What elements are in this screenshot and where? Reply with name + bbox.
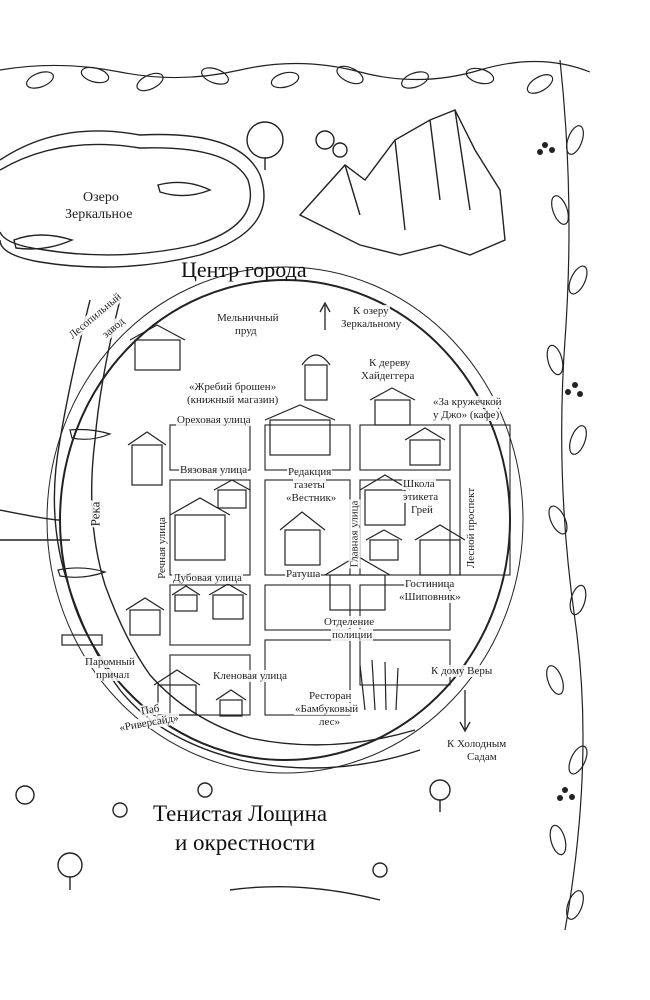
river xyxy=(0,299,421,769)
street-maple-label: Кленовая улица xyxy=(212,670,288,682)
street-elm-label: Вязовая улица xyxy=(179,464,249,476)
mill-pond-label-line2: пруд xyxy=(234,325,258,337)
to-gardens-label-line2: Садам xyxy=(466,751,498,763)
lake-label-line2: Зеркальное xyxy=(65,207,133,222)
to-lake-label-line2: Зеркальному xyxy=(340,318,403,330)
town-ring xyxy=(46,266,524,774)
to-lake-label-line1: К озеру xyxy=(352,305,390,317)
bottom-decor xyxy=(15,779,451,901)
street-walnut-label: Ореховая улица xyxy=(176,414,252,426)
mountains xyxy=(298,109,506,256)
police-label-line2: полиции xyxy=(331,629,374,641)
mill-pond-label-line1: Мельничный xyxy=(216,312,280,324)
hotel-label-line1: Гостиница xyxy=(404,578,456,590)
to-tree-label-line2: Хайдеггера xyxy=(360,370,416,382)
newspaper-label-line2: газеты xyxy=(293,479,326,491)
to-vera-label: К дому Веры xyxy=(430,665,494,677)
lake xyxy=(0,130,265,268)
ferry-label-line2: причал xyxy=(95,669,131,681)
police-label-line1: Отделение xyxy=(323,616,376,628)
school-label-line1: Школа xyxy=(402,478,436,490)
street-main-label: Главная улица xyxy=(348,499,361,569)
to-gardens-label-line1: К Холодным xyxy=(446,738,508,750)
newspaper-label-line1: Редакция xyxy=(287,466,333,478)
to-tree-label-line1: К дереву xyxy=(368,357,412,369)
hotel-label-line2: «Шиповник» xyxy=(398,591,462,603)
town-hall-label: Ратуша xyxy=(285,568,322,580)
lake-label-line1: Озеро xyxy=(83,190,119,205)
leaf-border xyxy=(0,59,591,931)
school-label-line2: этикета xyxy=(402,491,440,503)
restaurant-label-line3: лес» xyxy=(318,716,342,728)
bookstore-label-line1: «Жребий брошен» xyxy=(188,381,278,393)
region-title-line2: и окрестности xyxy=(175,830,316,855)
restaurant-label-line1: Ресторан xyxy=(308,690,353,702)
region-title-line1: Тенистая Лощина xyxy=(153,801,328,826)
cafe-label-line2: у Джо» (кафе) xyxy=(432,409,501,421)
restaurant-label-line2: «Бамбуковый xyxy=(294,703,360,715)
buildings xyxy=(57,324,466,717)
river-label: Река xyxy=(87,500,103,528)
street-forest-label: Лесной проспект xyxy=(465,486,478,570)
bookstore-label-line2: (книжный магазин) xyxy=(186,394,280,406)
arrows xyxy=(319,301,471,733)
street-oak-label: Дубовая улица xyxy=(172,572,243,584)
school-label-line3: Грей xyxy=(410,504,434,516)
street-river-label: Речная улица xyxy=(155,516,168,580)
ferry-label-line1: Паромный xyxy=(84,656,136,668)
center-title: Центр города xyxy=(181,257,307,282)
newspaper-label-line3: «Вестник» xyxy=(285,492,338,504)
trees-top xyxy=(246,121,348,170)
cafe-label-line1: «За кружечкой xyxy=(432,396,503,408)
